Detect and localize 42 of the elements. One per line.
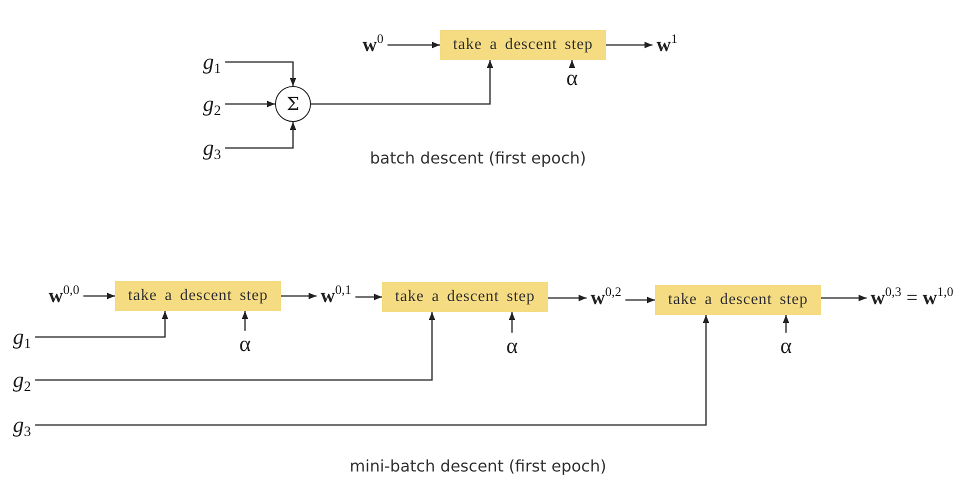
math-label: g$_{2}$	[198, 90, 226, 118]
sum-node: Σ	[275, 86, 311, 122]
step-size-symbol: α	[502, 332, 522, 360]
arrow	[311, 60, 494, 105]
process-box: take a descent step	[655, 285, 821, 315]
arrow	[35, 311, 168, 338]
math-label: g$_{3}$	[198, 134, 226, 162]
step-size-symbol: α	[562, 64, 582, 92]
math-label: g$_{2}$	[8, 366, 36, 394]
arrow	[568, 60, 576, 68]
process-box: take a descent step	[440, 30, 606, 60]
arrow	[35, 312, 436, 381]
math-label: w$^{0,0}$	[44, 284, 84, 308]
process-box: take a descent step	[115, 281, 281, 311]
math-label: w$^{0,2}$	[586, 286, 626, 310]
step-size-symbol: α	[235, 330, 255, 358]
arrow	[35, 315, 710, 426]
arrow	[242, 311, 248, 331]
math-label: g$_{3}$	[8, 412, 36, 438]
arrow	[508, 312, 516, 333]
arrow	[387, 42, 440, 48]
arrow	[83, 292, 115, 300]
arrow	[225, 100, 275, 108]
math-label: w$^{0,3}$ = w$^{1,0}$	[866, 286, 958, 310]
process-box: take a descent step	[382, 282, 548, 312]
arrow	[782, 315, 790, 333]
math-label: w$^{0,1}$	[316, 284, 356, 308]
arrow	[625, 296, 655, 304]
arrow	[225, 61, 296, 86]
step-size-symbol: α	[776, 332, 796, 360]
math-label: g$_{1}$	[8, 324, 36, 350]
arrow	[821, 294, 867, 302]
math-label: w$^{0}$	[358, 33, 388, 57]
arrow	[606, 42, 653, 48]
caption: batch descent (first epoch)	[370, 148, 586, 168]
math-label: w$^{1}$	[652, 33, 682, 57]
arrow	[281, 292, 317, 300]
math-label: g$_{1}$	[198, 48, 226, 76]
caption: mini-batch descent (first epoch)	[350, 456, 606, 476]
arrow	[548, 294, 587, 302]
arrow	[225, 122, 296, 149]
arrow	[355, 294, 382, 300]
